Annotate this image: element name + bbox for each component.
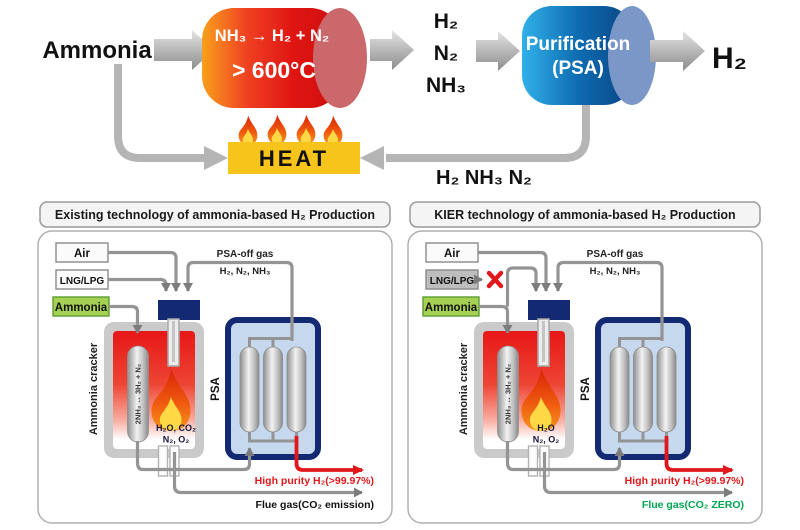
h2-product-pipe <box>294 436 364 475</box>
psa-off-gas-composition: H₂, N₂, NH₃ <box>220 266 271 277</box>
purification-label: Purification <box>526 34 631 55</box>
psa-unit: PSA <box>210 317 321 460</box>
recycle-gases-label: H₂ NH₃ N₂ <box>436 167 532 189</box>
gas-n2-label: N₂ <box>434 42 459 65</box>
ammonia-input-label: Ammonia <box>55 302 108 314</box>
flue-gas-label: Flue gas(CO₂ emission) <box>256 499 374 511</box>
lng-input-label: LNG/LPG <box>430 276 475 287</box>
reactor-reaction-label: NH₃ → H₂ + N₂ <box>215 27 329 45</box>
panel-title: Existing technology of ammonia-based H₂ … <box>55 208 375 222</box>
reactor-temperature-label: > 600°C <box>232 57 316 83</box>
flow-arrow-icon <box>154 30 214 70</box>
ammonia-cracker-unit: Ammonia cracker 2NH₃ ↔ 3H₂ + N₂ H₂O, CO₂… <box>88 318 204 477</box>
panel-kier: KIER technology of ammonia-based H₂ Prod… <box>407 201 763 524</box>
combustion-products-line1: H₂O <box>537 423 555 433</box>
heat-recycle-pipes <box>114 64 590 162</box>
intermediate-gas-list: H₂ N₂ NH₃ <box>426 10 466 97</box>
product-h2-label: H₂ <box>712 42 747 75</box>
flow-arrow-icon <box>476 31 520 71</box>
heat-label: HEAT <box>259 146 329 171</box>
cracker-reaction-label: 2NH₃ ↔ 3H₂ + N₂ <box>504 364 513 424</box>
air-input-label: Air <box>74 248 91 260</box>
combustion-products-line2: N₂, O₂ <box>163 435 190 445</box>
purification-unit: Purification (PSA) <box>522 6 656 105</box>
pipe-arrow-icon <box>360 146 384 170</box>
ammonia-cracker-unit: Ammonia cracker 2NH₃ ↔ 3H₂ + N₂ H₂O N₂, … <box>458 318 574 477</box>
high-purity-h2-label: High purity H₂(>99.97%) <box>255 475 374 487</box>
flow-arrow-icon <box>650 31 705 71</box>
heat-box: HEAT <box>228 142 360 174</box>
x-mark-icon <box>486 270 504 289</box>
psa-unit: PSA <box>580 317 691 460</box>
panel-title-box <box>409 201 761 228</box>
high-purity-h2-label: High purity H₂(>99.97%) <box>625 475 744 487</box>
psa-off-gas-composition: H₂, N₂, NH₃ <box>590 266 641 277</box>
gas-nh3-label: NH₃ <box>426 74 466 97</box>
cracker-label: Ammonia cracker <box>88 342 100 435</box>
panel-title-box <box>39 201 391 228</box>
pipe-arrow-icon <box>204 146 228 170</box>
psa-off-gas-label: PSA-off gas <box>217 249 274 260</box>
process-pipes <box>478 250 733 498</box>
combustion-products-line1: H₂O, CO₂ <box>156 423 196 433</box>
panel-existing: Existing technology of ammonia-based H₂ … <box>37 201 393 524</box>
gas-h2-label: H₂ <box>434 10 459 33</box>
ammonia-input-label: Ammonia <box>425 302 478 314</box>
flow-arrow-icon <box>370 30 414 70</box>
cracking-reactor: NH₃ → H₂ + N₂ > 600°C <box>202 8 367 108</box>
process-pipes <box>108 250 363 498</box>
cracker-reaction-label: 2NH₃ ↔ 3H₂ + N₂ <box>134 364 143 424</box>
ammonia-feed-label: Ammonia <box>42 37 152 64</box>
psa-unit-label: PSA <box>580 377 592 401</box>
air-input-label: Air <box>444 248 461 260</box>
burner-block <box>158 300 200 320</box>
cracker-label: Ammonia cracker <box>458 342 470 435</box>
top-flow-diagram: Ammonia NH₃ → H₂ + N₂ > 600°C H₂ N₂ NH₃ … <box>42 6 747 189</box>
psa-unit-label: PSA <box>210 377 222 401</box>
h2-product-pipe <box>664 436 734 475</box>
psa-label: (PSA) <box>552 58 604 79</box>
burner-block <box>528 300 570 320</box>
flame-icon <box>238 114 343 146</box>
combustion-products-line2: N₂, O₂ <box>533 435 560 445</box>
panel-title: KIER technology of ammonia-based H₂ Prod… <box>434 208 735 222</box>
flue-gas-label: Flue gas(CO₂ ZERO) <box>642 499 744 511</box>
psa-off-gas-label: PSA-off gas <box>587 249 644 260</box>
lng-input-label: LNG/LPG <box>60 276 105 287</box>
